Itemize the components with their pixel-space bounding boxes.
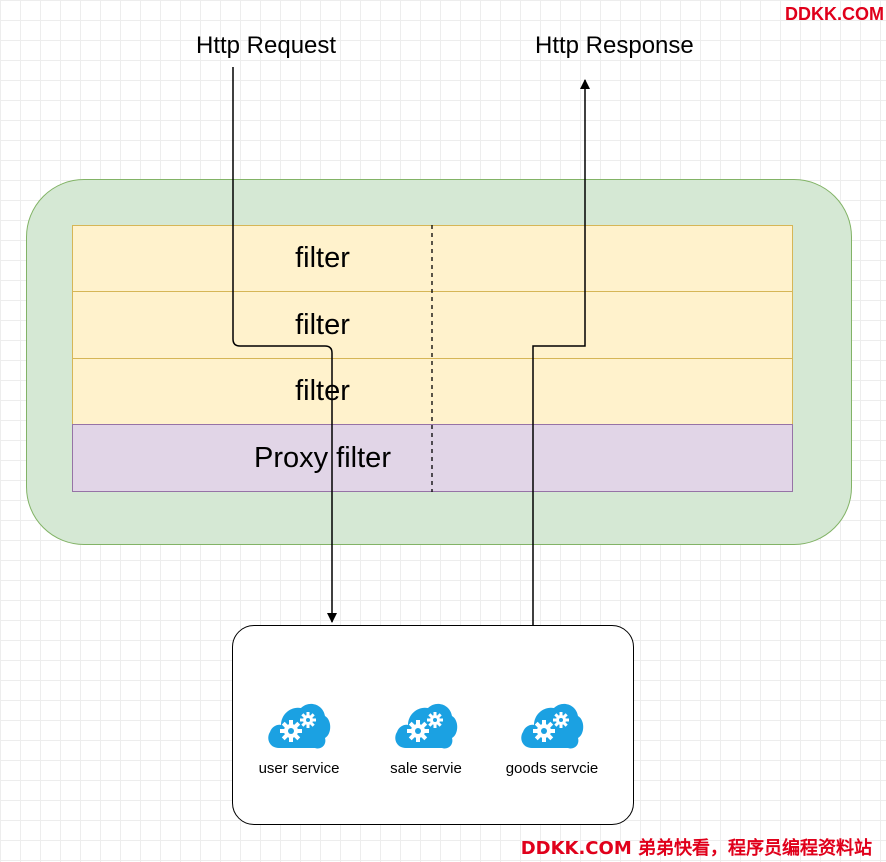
response-flow-arrow (532, 79, 590, 625)
watermark-bottom: DDKK.COM 弟弟快看，程序员编程资料站 (520, 838, 872, 859)
service-user: user service (239, 698, 359, 777)
filter-label: filter (295, 308, 350, 341)
service-label: sale servie (390, 760, 462, 777)
request-flow-arrow (232, 67, 337, 623)
cloud-gears-icon (395, 703, 458, 749)
http-response-label: Http Response (535, 32, 694, 59)
service-sale: sale servie (366, 698, 486, 777)
watermark-top: DDKK.COM (785, 4, 884, 24)
service-label: goods servcie (505, 760, 599, 777)
filter-label: filter (295, 242, 350, 274)
filter-label: filter (295, 375, 350, 407)
service-label: user service (258, 760, 340, 777)
service-goods: goods servcie (492, 698, 612, 777)
proxy-filter-label: Proxy filter (254, 441, 391, 474)
cloud-gears-icon (521, 703, 584, 749)
http-request-label: Http Request (196, 32, 337, 59)
cloud-gears-icon (268, 703, 331, 749)
